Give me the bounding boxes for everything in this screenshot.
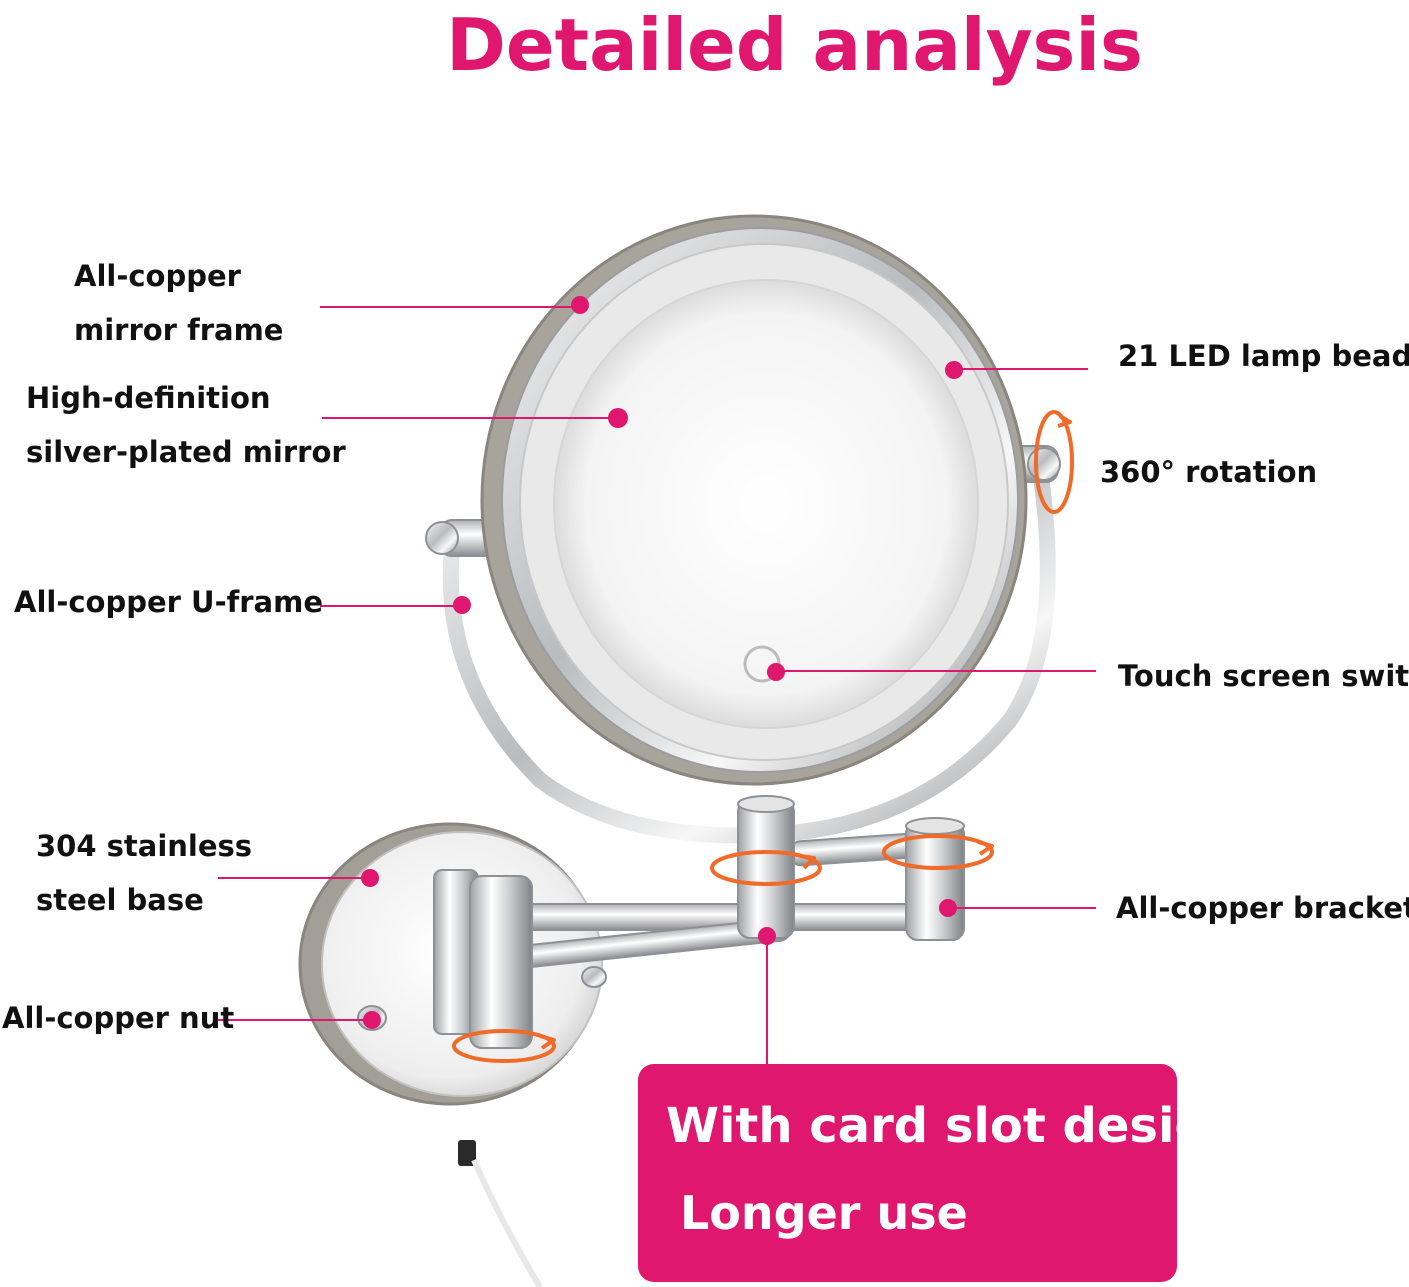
- rotation-arrow-icons: [452, 410, 1074, 1063]
- label-nut: All-copper nut: [2, 1001, 235, 1035]
- label-mirror-line1: High-definition: [26, 381, 271, 415]
- label-mirror-frame-line1: All-copper: [74, 259, 241, 293]
- label-base-line1: 304 stainless: [36, 829, 253, 863]
- label-u-frame: All-copper U-frame: [14, 585, 324, 619]
- label-base-line2: steel base: [36, 883, 204, 917]
- callout-dots: [361, 296, 963, 1029]
- label-bracket: All-copper bracket: [1116, 891, 1409, 925]
- mirror-head: [480, 214, 1028, 786]
- label-rotation: 360° rotation: [1100, 455, 1318, 489]
- promo-line2: Longer use: [680, 1186, 968, 1240]
- label-touch-switch: Touch screen switch: [1118, 659, 1409, 693]
- hinge-columns: [433, 795, 965, 1049]
- page-title: Detailed analysis: [446, 3, 1143, 87]
- promo-box: With card slot design Longer use: [638, 1064, 1243, 1282]
- callout-lines: [218, 306, 1096, 1064]
- label-mirror-frame-line2: mirror frame: [74, 313, 284, 347]
- promo-line1: With card slot design: [666, 1098, 1243, 1154]
- label-led: 21 LED lamp beads: [1118, 339, 1409, 373]
- label-mirror-line2: silver-plated mirror: [26, 435, 346, 469]
- extension-arms: [519, 831, 941, 968]
